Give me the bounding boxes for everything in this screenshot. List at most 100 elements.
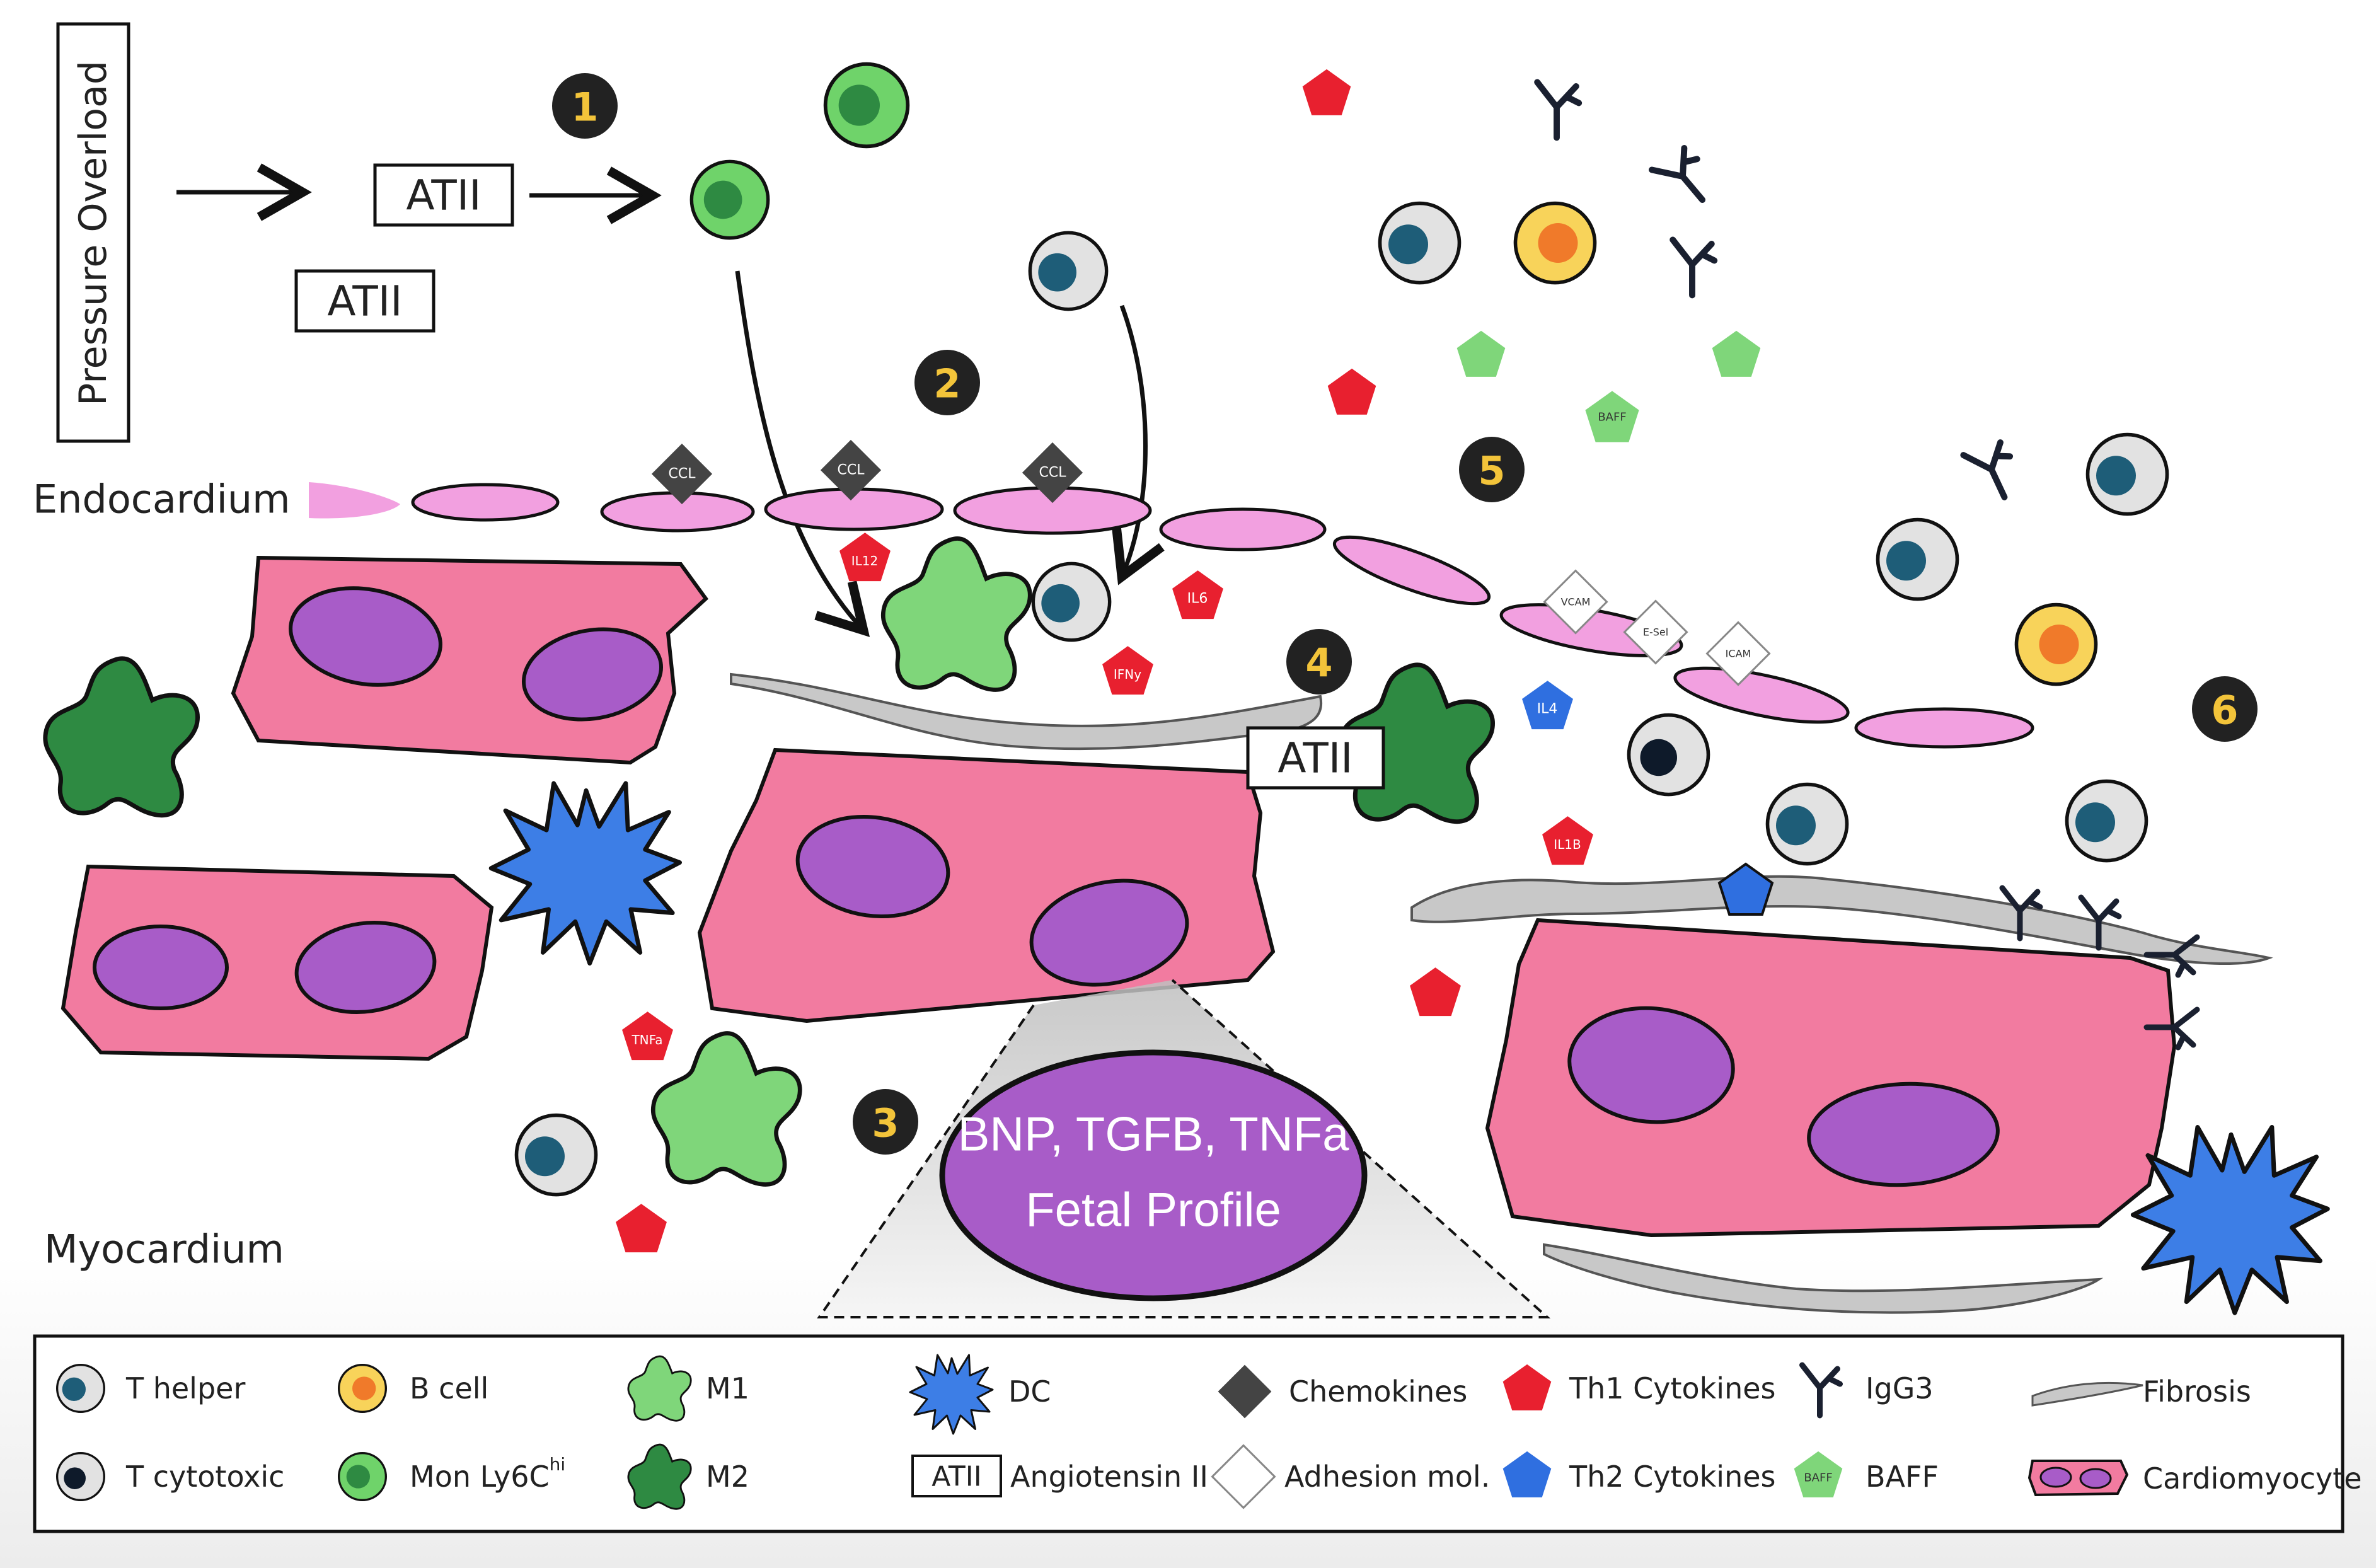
- legend-th2-label: Th2 Cytokines: [1569, 1460, 1776, 1494]
- step-marker-4: 4: [1286, 629, 1352, 695]
- svg-text:IL12: IL12: [851, 553, 879, 568]
- legend-t-cytotoxic-label: T cytotoxic: [125, 1460, 284, 1494]
- legend-b-cell-icon: [338, 1364, 387, 1413]
- legend-angiotensin-label: Angiotensin II: [1010, 1460, 1208, 1494]
- legend-fibrosis-label: Fibrosis: [2143, 1375, 2251, 1409]
- legend-monocyte-icon: [338, 1452, 387, 1501]
- svg-text:CCL: CCL: [669, 466, 696, 482]
- atii-box-3: [1246, 726, 1385, 790]
- fibrosis-strand: [1410, 875, 2273, 966]
- legend-dc-label: DC: [1008, 1375, 1051, 1409]
- nucleus-text-line2: Fetal Profile: [1025, 1184, 1281, 1237]
- step-marker-2: 2: [914, 350, 980, 415]
- svg-text:4: 4: [1305, 640, 1332, 686]
- monocyte-cell: [691, 161, 768, 238]
- b-cell: [1516, 204, 1595, 283]
- t-helper-cell: [1030, 233, 1106, 309]
- t-helper-cell: [2067, 781, 2147, 861]
- b-cell: [2017, 605, 2096, 684]
- t-cytotoxic-cell: [1629, 715, 1709, 795]
- svg-text:VCAM: VCAM: [1561, 596, 1591, 608]
- atii-box-3-label: ATII: [1277, 734, 1352, 783]
- legend-adhesion-label: Adhesion mol.: [1284, 1460, 1490, 1494]
- legend-chemokine-icon: [1218, 1364, 1272, 1419]
- t-helper-cell: [1768, 785, 1847, 864]
- svg-text:2: 2: [933, 361, 960, 407]
- atii-box-1-label: ATII: [406, 171, 481, 220]
- cardiomyocyte: [231, 555, 709, 765]
- chemokine-ccl: CCL: [1022, 442, 1083, 504]
- svg-text:CCL: CCL: [838, 463, 865, 478]
- step-marker-5: 5: [1459, 437, 1525, 502]
- svg-text:IFNy: IFNy: [1114, 667, 1141, 682]
- fibrosis-strand: [730, 672, 1323, 751]
- fibrosis-strand: [1543, 1243, 2104, 1314]
- svg-text:IL1B: IL1B: [1554, 837, 1581, 852]
- legend-monocyte-label: Mon Ly6Chi: [410, 1454, 565, 1494]
- legend-b-cell-label: B cell: [410, 1371, 488, 1405]
- cytokine-il1b: IL1B: [1542, 816, 1593, 865]
- adhesion-icam: ICAM: [1705, 621, 1771, 686]
- legend-baff-icon: BAFF: [1794, 1451, 1843, 1497]
- legend-m2-label: M2: [706, 1460, 749, 1494]
- svg-text:E-Sel: E-Sel: [1643, 626, 1668, 638]
- legend-th1-label: Th1 Cytokines: [1569, 1371, 1776, 1405]
- cytokine-ifny: IFNy: [1102, 646, 1153, 695]
- cytokine-il12: IL12: [839, 533, 891, 582]
- legend-m1-label: M1: [706, 1371, 749, 1405]
- t-helper-cell: [1033, 563, 1109, 640]
- arrow-t-helper-infiltration: [1112, 304, 1165, 585]
- t-helper-cell: [1380, 204, 1460, 283]
- svg-text:6: 6: [2211, 688, 2238, 734]
- t-helper-cell: [1878, 520, 1958, 599]
- svg-text:3: 3: [872, 1100, 899, 1146]
- step-marker-3: 3: [853, 1089, 918, 1155]
- cytokine-tnfa: TNFa: [622, 1012, 673, 1061]
- baff-molecule-labeled: BAFF: [1585, 391, 1639, 442]
- legend-t-helper-icon: [55, 1364, 106, 1413]
- t-helper-cell: [2088, 435, 2167, 514]
- legend-t-cytotoxic-icon: [55, 1452, 106, 1501]
- legend-chemokines-label: Chemokines: [1289, 1375, 1467, 1409]
- adhesion-vcam: VCAM: [1543, 569, 1608, 635]
- legend-baff-label: BAFF: [1866, 1460, 1939, 1494]
- t-helper-cell: [517, 1115, 596, 1195]
- cardiomyocyte: [1485, 918, 2177, 1238]
- step-marker-6: 6: [2192, 676, 2258, 742]
- magnified-nucleus: [939, 1049, 1368, 1301]
- legend-cardiomyocyte-icon: [2027, 1460, 2129, 1497]
- legend-igg3-label: IgG3: [1866, 1371, 1934, 1405]
- svg-text:IL4: IL4: [1537, 701, 1558, 717]
- pressure-overload-box: [56, 22, 130, 443]
- legend-t-helper-label: T helper: [125, 1371, 245, 1405]
- svg-text:IL6: IL6: [1187, 591, 1208, 607]
- atii-box-1: [373, 163, 514, 227]
- endothelial-layer: [309, 482, 2034, 749]
- endocardium-label: Endocardium: [33, 476, 291, 522]
- svg-text:5: 5: [1478, 448, 1505, 494]
- legend-atii-icon: [911, 1455, 1002, 1497]
- step-marker-1: 1: [552, 73, 618, 139]
- magnification-outline: [817, 979, 1551, 1318]
- pressure-overload-label: Pressure Overload: [71, 61, 115, 406]
- legend-adhesion-icon: [1211, 1444, 1276, 1509]
- svg-text:BAFF: BAFF: [1804, 1472, 1832, 1485]
- svg-text:BAFF: BAFF: [1598, 411, 1626, 424]
- cytokine-il6: IL6: [1172, 570, 1223, 620]
- cytokine-il4: IL4: [1522, 681, 1573, 730]
- svg-text:ICAM: ICAM: [1726, 648, 1751, 660]
- arrow-monocyte-infiltration: [735, 270, 870, 637]
- nucleus-text-line1: BNP, TGFB, TNFa: [958, 1108, 1350, 1162]
- monocyte-cell: [826, 64, 908, 147]
- legend-box: [33, 1334, 2344, 1533]
- svg-text:CCL: CCL: [1039, 465, 1067, 481]
- adhesion-esel: E-Sel: [1623, 599, 1688, 665]
- chemokine-ccl: CCL: [820, 439, 882, 501]
- svg-text:1: 1: [571, 84, 598, 130]
- legend-fibrosis-icon: [2031, 1381, 2143, 1407]
- atii-box-2: [294, 269, 435, 333]
- svg-text:TNFa: TNFa: [631, 1032, 662, 1047]
- cardiomyocyte: [61, 864, 494, 1061]
